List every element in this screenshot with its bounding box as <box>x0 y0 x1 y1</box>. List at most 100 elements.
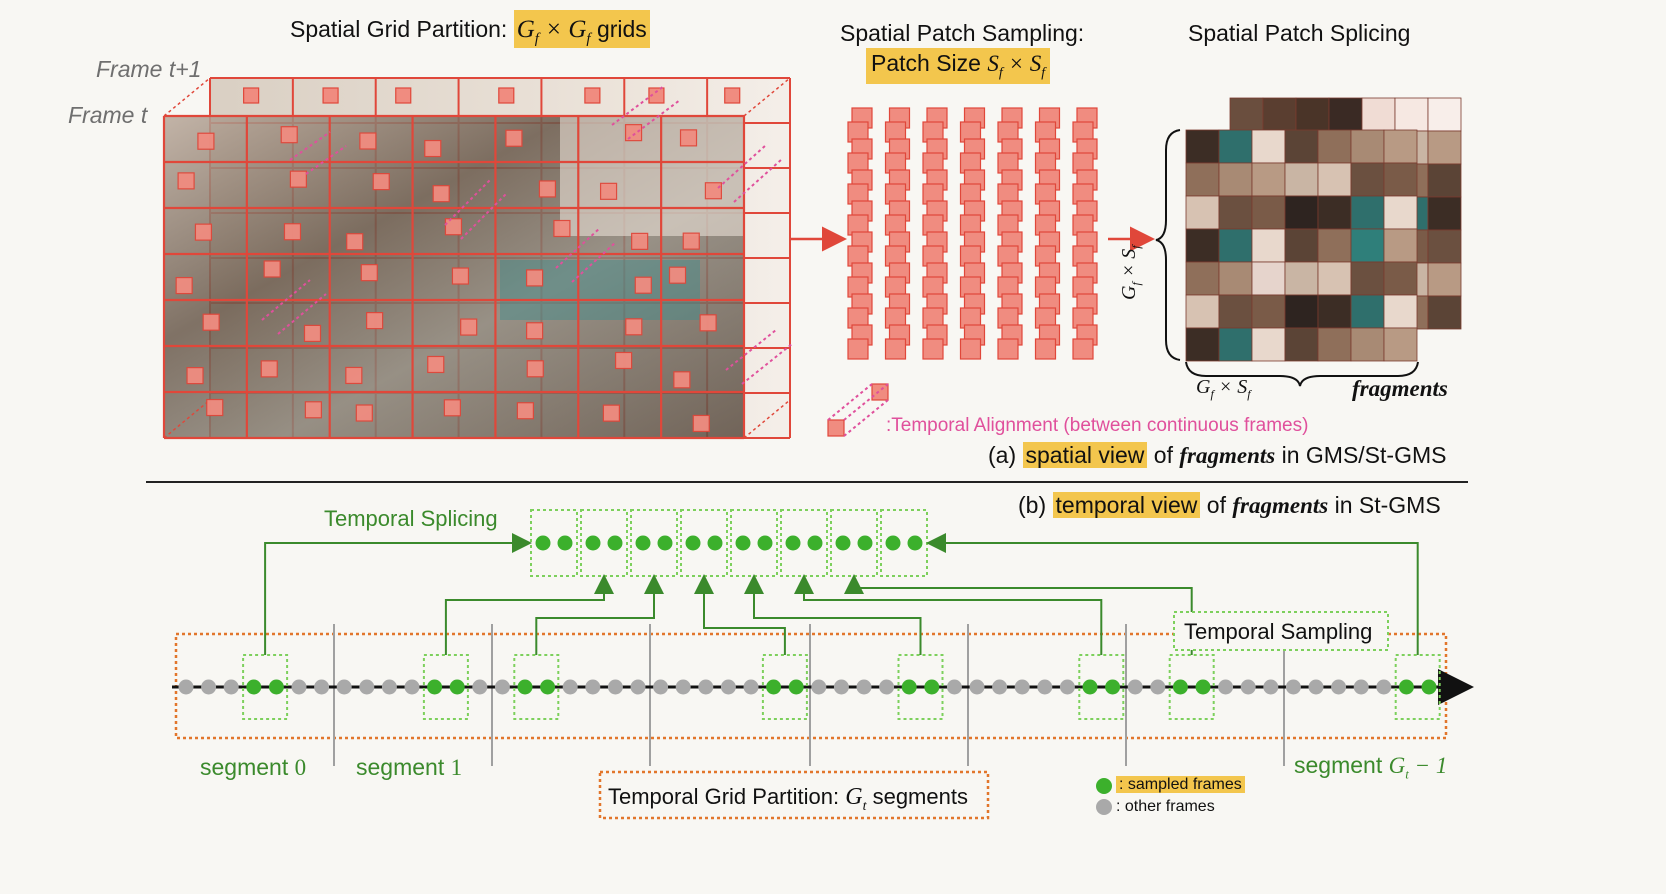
frame-patch <box>260 360 278 378</box>
spliced-frame-dot <box>835 535 851 551</box>
other-frame-dot <box>1331 679 1347 695</box>
frame-patch <box>304 401 322 419</box>
fragment-front-cell <box>1383 294 1418 329</box>
frame-patch <box>366 312 384 330</box>
frame-patch <box>177 172 195 190</box>
frame-patch <box>526 360 544 378</box>
frame-t1-patch <box>395 87 412 104</box>
fragment-front-cell <box>1317 261 1352 296</box>
segment-1-label: segment 1 <box>356 754 462 781</box>
fragment-back-cell <box>1427 97 1462 132</box>
fragment-front-cell <box>1251 327 1286 362</box>
fragment-front-cell <box>1317 327 1352 362</box>
align-link <box>741 343 793 385</box>
fragment-front-cell <box>1350 261 1385 296</box>
other-frame-dot <box>359 679 375 695</box>
sampled-frame-dot <box>1421 679 1437 695</box>
frame-t1-label: Frame t+1 <box>96 56 202 82</box>
sampled-frame-dot <box>517 679 533 695</box>
frame-patch <box>516 402 534 420</box>
other-frame-dot <box>946 679 962 695</box>
grid-size-math: Gf × Gf <box>516 16 591 47</box>
splicing-connector <box>926 533 1419 655</box>
splicing-connectors <box>264 533 1419 655</box>
horizontal-dim-label: Gf × Sf <box>1196 376 1251 402</box>
frame-patch <box>206 398 224 417</box>
other-frame-dot <box>1285 679 1301 695</box>
frame-patch <box>444 218 463 236</box>
other-frame-dot <box>1059 679 1075 695</box>
align-link <box>725 329 777 371</box>
fragment-front-cell <box>1251 129 1286 164</box>
patch-size-label: Patch Size Sf × Sf <box>866 48 1051 84</box>
other-frame-dot <box>494 679 510 695</box>
fragment-front-cell <box>1350 162 1385 197</box>
frame-t-grid <box>162 114 746 440</box>
sampled-frame-dot <box>1172 679 1188 695</box>
sampled-frame-dot <box>766 679 782 695</box>
sampled-frame-dot <box>1398 679 1414 695</box>
spliced-frame-dot <box>785 535 801 551</box>
frame-patch <box>283 223 302 241</box>
sampled-frame-dot <box>901 679 917 695</box>
fragment-front-cell <box>1218 228 1253 263</box>
align-link <box>289 131 331 161</box>
fragment-front-cell <box>1284 294 1319 329</box>
other-frame-dot <box>1376 679 1392 695</box>
sampled-frame-dot <box>1195 679 1211 695</box>
frame-patch <box>345 366 363 385</box>
fragment-front-cell <box>1218 162 1253 197</box>
grid-suffix: grids <box>596 16 647 42</box>
other-frame-dot <box>1263 679 1279 695</box>
frame-patch <box>634 276 652 294</box>
fragment-front-cell <box>1383 261 1418 296</box>
vertical-dim-label: Gf × Sf <box>1118 245 1144 300</box>
alignment-legend-icon <box>827 383 889 437</box>
frame-patch <box>460 318 478 336</box>
fragments-label: fragments <box>1352 376 1448 401</box>
segment-1-num: 1 <box>450 755 463 780</box>
sampled-frame-dot <box>449 679 465 695</box>
temporal-sampling-box <box>1173 611 1389 651</box>
other-frame-dot <box>223 679 239 695</box>
spliced-frame-dot <box>707 535 723 551</box>
fragment-front-cell <box>1350 294 1385 329</box>
legend-other-label: : other frames <box>1116 798 1215 815</box>
fragment-back-cell <box>1328 97 1363 132</box>
other-frame-dot <box>1218 679 1234 695</box>
other-frame-dot <box>1308 679 1324 695</box>
segment-0-text: segment <box>200 754 289 780</box>
frame-patch <box>614 351 633 370</box>
frame-t1-patch <box>724 87 741 104</box>
fragment-front-cell <box>1383 129 1418 164</box>
legend-other-dot <box>1096 799 1112 815</box>
temporal-partition-text: Temporal Grid Partition: <box>608 784 840 809</box>
fragment-front-cell <box>1251 294 1286 329</box>
fragment-front-cell <box>1185 327 1220 362</box>
spatial-caption-suffix: in GMS/St-GMS <box>1281 442 1447 468</box>
sampled-patch <box>997 338 1019 360</box>
other-frame-dot <box>675 679 691 695</box>
other-frame-dot <box>811 679 827 695</box>
spliced-frame-dot <box>757 535 773 551</box>
splicing-connector <box>264 533 532 655</box>
temporal-sampling-label: Temporal Sampling <box>1184 619 1373 644</box>
frame-patch <box>553 219 571 238</box>
spatial-caption-of: of <box>1153 442 1173 468</box>
perspective-line-br <box>743 399 791 439</box>
frame-patch <box>360 264 378 282</box>
patch-size-text: Patch Size <box>871 50 981 76</box>
align-link <box>444 179 491 226</box>
other-frame-dot <box>607 679 623 695</box>
fragment-back-cell <box>1427 163 1462 198</box>
fragment-front-cell <box>1284 327 1319 362</box>
frame-patch <box>673 371 691 389</box>
frame-patch <box>505 129 523 147</box>
temporal-partition-math: Gt <box>845 784 867 814</box>
fragment-back-cell <box>1427 196 1462 231</box>
other-frame-dot <box>314 679 330 695</box>
frame-patch <box>668 266 687 284</box>
other-frame-dot <box>833 679 849 695</box>
frame-patch <box>355 404 373 422</box>
